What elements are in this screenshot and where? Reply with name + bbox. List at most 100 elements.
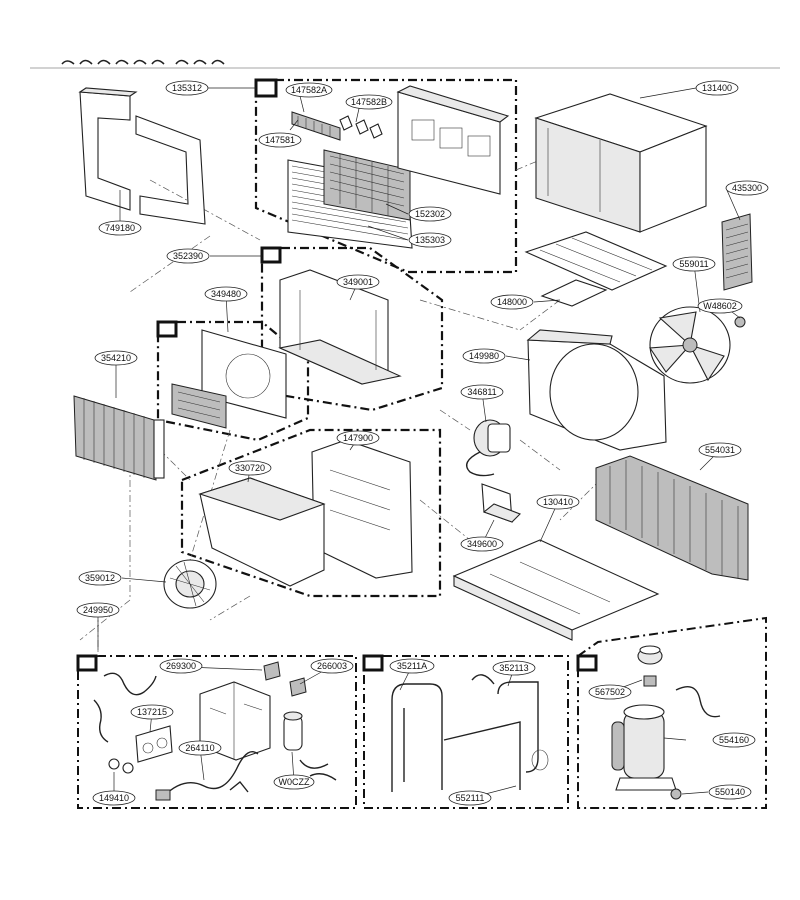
air-guide-349001 bbox=[278, 269, 402, 385]
base-pan-130410 bbox=[452, 539, 660, 641]
callout-135312: 135312 bbox=[165, 80, 209, 96]
callout-269300: 269300 bbox=[159, 658, 203, 674]
front-grille-group-frame bbox=[254, 78, 518, 274]
callout-349001: 349001 bbox=[336, 274, 380, 290]
compressor-cap-567502 bbox=[637, 645, 663, 687]
callout-359012: 359012 bbox=[78, 570, 122, 586]
condenser-coil-554031 bbox=[595, 455, 749, 581]
piping-panel bbox=[363, 655, 569, 809]
callout-text-249950: 249950 bbox=[83, 605, 113, 615]
air-guide-group-corner bbox=[260, 246, 282, 264]
suction-pipe-35211a bbox=[391, 683, 443, 792]
compressor-panel-corner bbox=[576, 654, 598, 672]
callout-149410: 149410 bbox=[92, 790, 136, 806]
callout-text-148000: 148000 bbox=[497, 297, 527, 307]
callout-554031: 554031 bbox=[698, 442, 742, 458]
callout-352113: 352113 bbox=[492, 660, 536, 676]
callout-552111: 552111 bbox=[448, 790, 492, 806]
callout-w48602: W48602 bbox=[697, 298, 743, 314]
callout-147582b: 147582B bbox=[345, 94, 393, 110]
callout-text-131400: 131400 bbox=[702, 83, 732, 93]
callout-text-264110: 264110 bbox=[185, 743, 214, 753]
inlet-frame-749180 bbox=[78, 87, 206, 225]
callout-text-147581: 147581 bbox=[265, 135, 295, 145]
compressor-554160 bbox=[611, 704, 677, 791]
assembly-guide-lines bbox=[79, 159, 601, 656]
callout-text-554031: 554031 bbox=[705, 445, 735, 455]
callout-text-152302: 152302 bbox=[415, 209, 445, 219]
top-base-plate bbox=[524, 231, 668, 291]
electrical-panel-corner bbox=[76, 654, 98, 672]
callout-text-349480: 349480 bbox=[211, 289, 241, 299]
callout-554160: 554160 bbox=[712, 732, 756, 748]
fan-motor-346811 bbox=[466, 419, 511, 477]
callout-435300: 435300 bbox=[725, 180, 769, 196]
control-housing bbox=[199, 681, 271, 761]
callout-147582a: 147582A bbox=[285, 82, 333, 98]
bracket-148000 bbox=[540, 279, 608, 307]
callout-text-359012: 359012 bbox=[85, 573, 115, 583]
evaporator-group-corner bbox=[156, 320, 178, 338]
callout-354210: 354210 bbox=[94, 350, 138, 366]
front-panel-cover bbox=[396, 85, 510, 195]
callout-text-567502: 567502 bbox=[595, 687, 625, 697]
callout-567502: 567502 bbox=[588, 684, 632, 700]
knob-panel-137215 bbox=[135, 725, 173, 763]
callout-text-147900: 147900 bbox=[343, 433, 373, 443]
callout-text-35211a: 35211A bbox=[397, 661, 427, 671]
callout-550140: 550140 bbox=[708, 784, 752, 800]
evaporator-bracket-349480 bbox=[171, 329, 287, 429]
callout-text-435300: 435300 bbox=[732, 183, 762, 193]
callout-149980: 149980 bbox=[462, 348, 506, 364]
callout-330720: 330720 bbox=[228, 460, 272, 476]
leader-lines bbox=[97, 87, 741, 799]
callout-346811: 346811 bbox=[460, 384, 504, 400]
callout-137215: 137215 bbox=[130, 704, 174, 720]
callout-text-330720: 330720 bbox=[235, 463, 265, 473]
callout-131400: 131400 bbox=[695, 80, 739, 96]
switch-266003 bbox=[289, 677, 307, 697]
callout-text-550140: 550140 bbox=[715, 787, 745, 797]
drain-pan-330720 bbox=[198, 477, 326, 587]
callout-text-135303: 135303 bbox=[415, 235, 445, 245]
callout-text-w0czz: W0CZZ bbox=[279, 777, 310, 787]
callout-749180: 749180 bbox=[98, 220, 142, 236]
callout-text-266003: 266003 bbox=[317, 661, 347, 671]
fan-nut-w48602 bbox=[734, 316, 746, 328]
callout-text-135312: 135312 bbox=[172, 83, 202, 93]
callout-266003: 266003 bbox=[310, 658, 354, 674]
louver-clips-147582 bbox=[339, 115, 383, 139]
electrical-panel bbox=[77, 655, 357, 809]
callout-148000: 148000 bbox=[490, 294, 534, 310]
relay-269300 bbox=[263, 661, 281, 681]
callout-text-352390: 352390 bbox=[173, 251, 203, 261]
misc-wires bbox=[229, 759, 337, 793]
air-filter-152302 bbox=[323, 149, 411, 221]
wire-harness bbox=[93, 672, 157, 743]
callout-text-w48602: W48602 bbox=[703, 301, 737, 311]
control-box-group-frame bbox=[180, 428, 442, 598]
callout-text-130410: 130410 bbox=[543, 497, 573, 507]
callout-152302: 152302 bbox=[408, 206, 452, 222]
cut-off-header bbox=[61, 59, 225, 65]
callout-text-149410: 149410 bbox=[99, 793, 129, 803]
callout-text-346811: 346811 bbox=[467, 387, 496, 397]
condenser-fan-559011 bbox=[649, 306, 731, 384]
side-grille-435300 bbox=[721, 213, 753, 291]
callout-130410: 130410 bbox=[536, 494, 580, 510]
fan-shroud-149980 bbox=[526, 329, 667, 451]
callout-147900: 147900 bbox=[336, 430, 380, 446]
compressor-panel bbox=[577, 616, 767, 809]
knob-149410 bbox=[108, 758, 134, 774]
piping-panel-corner bbox=[362, 654, 384, 672]
control-box-147900 bbox=[311, 439, 413, 579]
front-grille-group-corner bbox=[254, 78, 278, 98]
callout-559011: 559011 bbox=[672, 256, 716, 272]
callout-35211a: 35211A bbox=[389, 658, 435, 674]
power-cord-264110 bbox=[155, 751, 259, 801]
compressor-wire bbox=[675, 686, 721, 718]
callout-text-552111: 552111 bbox=[456, 793, 485, 803]
callout-text-354210: 354210 bbox=[101, 353, 131, 363]
callout-w0czz: W0CZZ bbox=[273, 774, 315, 790]
